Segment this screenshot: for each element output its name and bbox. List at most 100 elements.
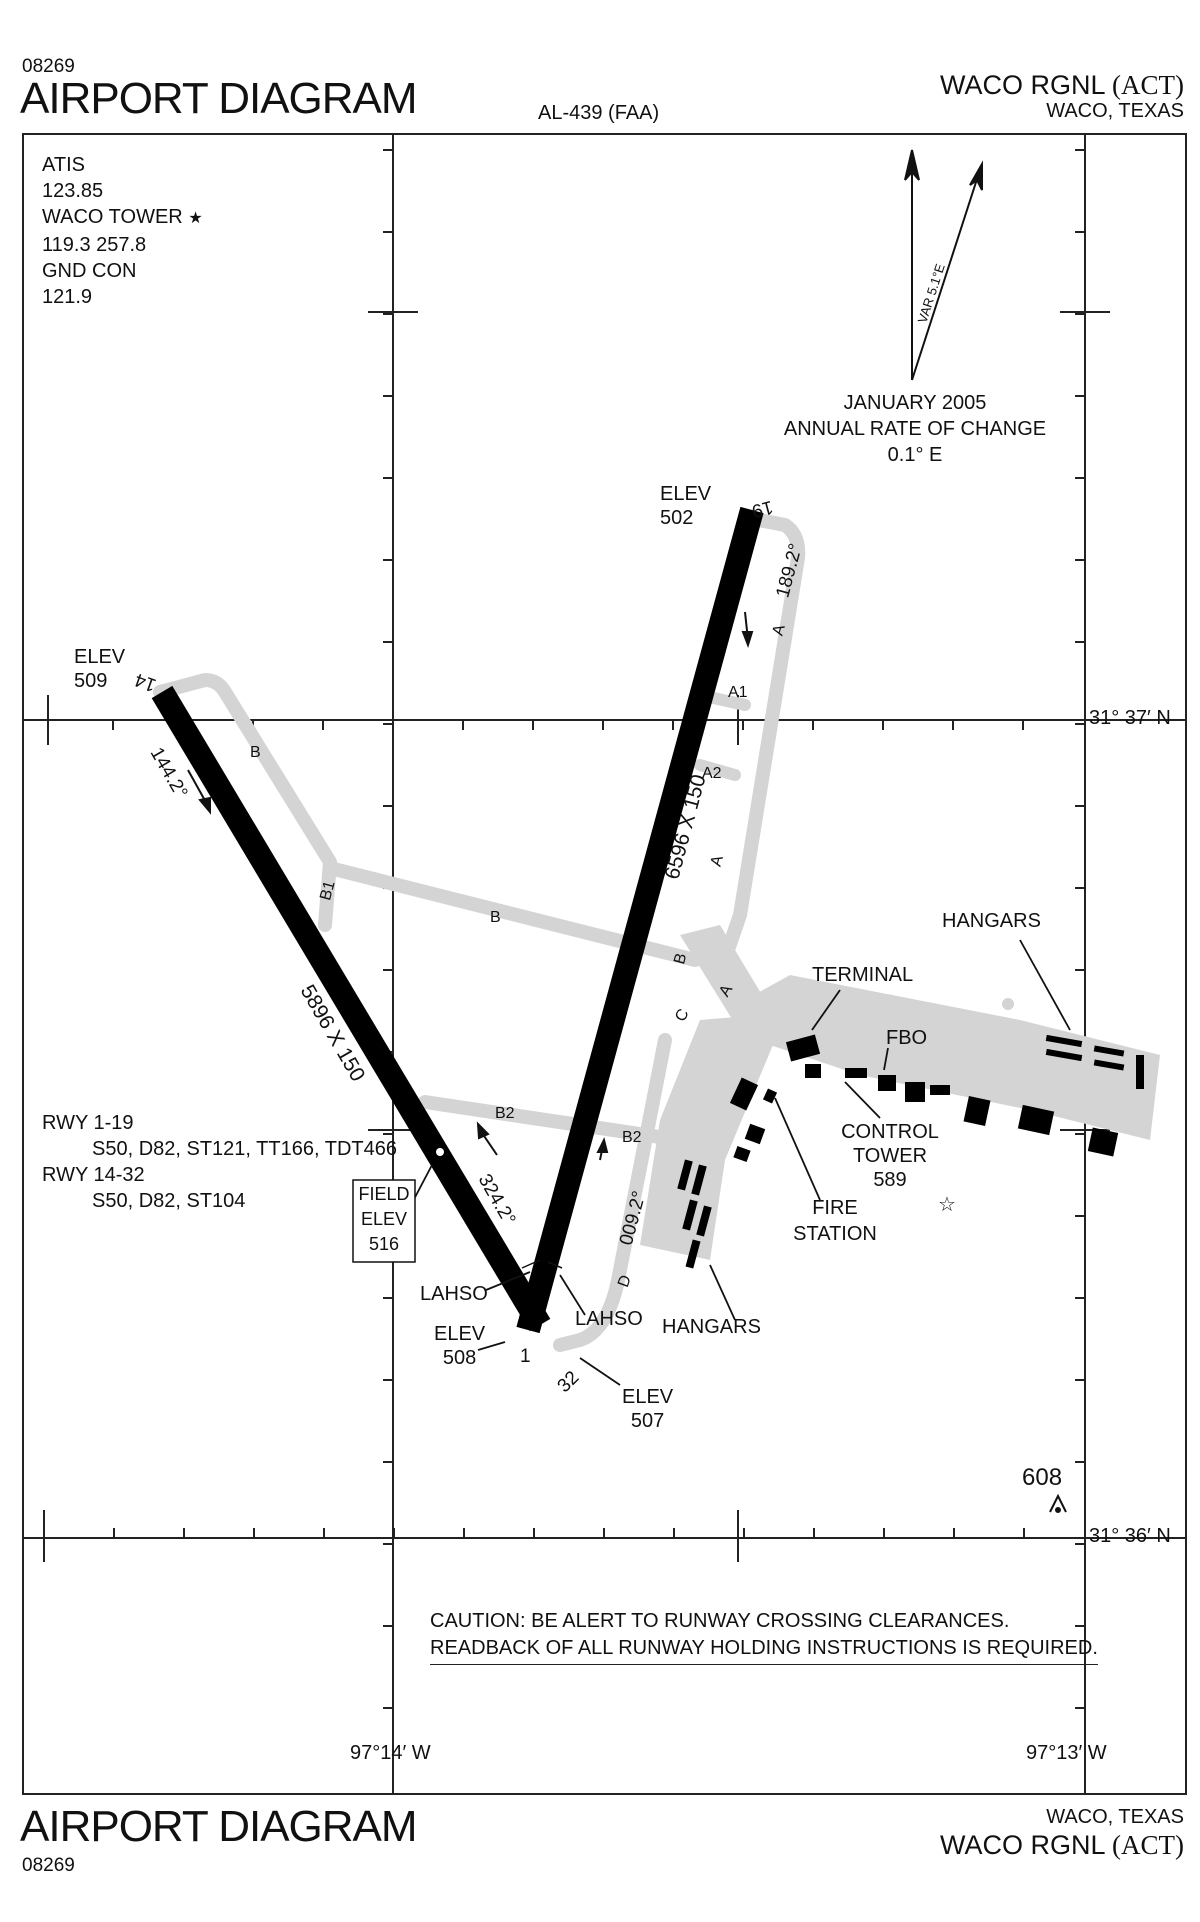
- mag-north-line: [911, 175, 979, 381]
- fire-station-line2: STATION: [793, 1223, 877, 1245]
- taxiway-d: [553, 1033, 672, 1352]
- lat-north-label: 31° 37′ N: [1089, 707, 1171, 729]
- grid-lines: [22, 133, 1187, 1795]
- south-apron: [640, 1015, 775, 1260]
- runway-14-32: [151, 685, 551, 1332]
- control-tower-line1: CONTROL: [841, 1121, 939, 1143]
- taxiway-label-b: B: [490, 909, 501, 926]
- airport-name-text: WACO RGNL: [939, 70, 1105, 100]
- taxiway-label-c: C: [672, 1006, 693, 1025]
- gnd-frequency: 121.9: [42, 286, 93, 308]
- elev-32-label: ELEV: [622, 1386, 674, 1408]
- footer-airport-code: (ACT): [1112, 1830, 1184, 1860]
- elev-19-value: 502: [660, 507, 694, 529]
- terminal-label: TERMINAL: [812, 964, 914, 986]
- runway-strength-block: RWY 1-19 S50, D82, ST121, TT166, TDT466 …: [42, 1110, 397, 1214]
- gnd-label: GND CON: [42, 260, 137, 282]
- elev-32-value: 507: [630, 1410, 665, 1432]
- mag-north-arrowhead: [969, 160, 983, 191]
- leader-fbo: [883, 1047, 889, 1071]
- control-tower-label: CONTROL TOWER 589: [840, 1120, 940, 1192]
- obstacle-elevation: 608: [1022, 1464, 1063, 1491]
- comms-block: ATIS 123.85 WACO TOWER ★ 119.3 257.8 GND…: [42, 152, 203, 310]
- field-elev-line2: ELEV: [360, 1209, 408, 1229]
- obstacle-symbol: [1049, 1493, 1067, 1513]
- field-elev-box: [352, 1179, 416, 1263]
- taxiway-a2: [694, 759, 741, 781]
- control-tower-building: [805, 1064, 821, 1078]
- caution-line-2: READBACK OF ALL RUNWAY HOLDING INSTRUCTI…: [430, 1635, 1098, 1665]
- mag-rate-label: ANNUAL RATE OF CHANGE: [783, 418, 1047, 440]
- caution-note: CAUTION: BE ALERT TO RUNWAY CROSSING CLE…: [430, 1608, 1098, 1665]
- lahso-label-2: LAHSO: [575, 1308, 643, 1330]
- rwy-end-32: 32: [554, 1367, 584, 1397]
- taxiway-label-b2-west: B2: [495, 1105, 515, 1122]
- lon-west-label: 97°14′ W: [350, 1742, 431, 1764]
- caution-line-1: CAUTION: BE ALERT TO RUNWAY CROSSING CLE…: [430, 1610, 1010, 1632]
- field-elev-label: FIELD ELEV 516: [353, 1182, 415, 1257]
- hangars-ne-label: HANGARS: [942, 910, 1041, 932]
- terminal-building: [785, 1034, 821, 1062]
- airport-name: WACO RGNL (ACT): [940, 70, 1184, 101]
- diagram-frame: [22, 133, 1187, 1795]
- leader-elev-507: [579, 1357, 621, 1386]
- taxiway-c-connector: [680, 925, 765, 1040]
- lahso-label-1: LAHSO: [420, 1283, 488, 1305]
- elev-1-label: ELEV: [434, 1323, 486, 1345]
- terminal-apron: [745, 975, 1160, 1140]
- north-arrows: [904, 149, 983, 381]
- taxiway-label-d: D: [615, 1273, 635, 1290]
- rwy-1-19-strength-values: S50, D82, ST121, TT166, TDT466: [92, 1138, 397, 1160]
- lat-south-label: 31° 36′ N: [1089, 1525, 1171, 1547]
- tower-frequency: 119.3 257.8: [42, 234, 147, 256]
- taxiway-label-b-junction: B: [671, 951, 690, 966]
- footer-airport-name: WACO RGNL (ACT): [940, 1830, 1184, 1861]
- taxiway-label-a1: A1: [728, 684, 748, 701]
- chart-number: 08269: [22, 56, 75, 77]
- buildings: [677, 1034, 1144, 1269]
- leader-hangars-s: [709, 1264, 736, 1321]
- airport-location: WACO, TEXAS: [1046, 100, 1184, 122]
- footer-title: AIRPORT DIAGRAM: [20, 1802, 418, 1851]
- taxiway-label-a-north: A: [770, 622, 789, 637]
- atis-frequency: 123.85: [42, 180, 104, 202]
- elev-14-value: 509: [74, 670, 108, 692]
- rwy-14-32-strength-values: S50, D82, ST104: [92, 1190, 246, 1212]
- elev-14-label: ELEV: [74, 646, 126, 668]
- mag-rate-value: 0.1° E: [887, 444, 943, 466]
- page-title: AIRPORT DIAGRAM: [20, 74, 418, 123]
- magnetic-info: JANUARY 2005 ANNUAL RATE OF CHANGE 0.1° …: [780, 390, 1050, 468]
- tower-label: WACO TOWER: [42, 206, 183, 228]
- taxiway-a: [721, 511, 806, 957]
- var-label: VAR 5.1°E: [915, 262, 948, 325]
- taxiway-b2: [418, 1095, 687, 1147]
- tower-line: WACO TOWER ★: [42, 204, 203, 232]
- lon-east-label: 97°13′ W: [1026, 1742, 1107, 1764]
- runway-1-19: [516, 506, 764, 1334]
- fire-station-line1: FIRE: [812, 1197, 858, 1219]
- control-tower-line2: TOWER: [852, 1145, 928, 1167]
- control-tower-elev: 589: [873, 1169, 907, 1191]
- procedure-id: AL-439 (FAA): [538, 102, 660, 124]
- footer-location: WACO, TEXAS: [1046, 1806, 1184, 1828]
- tower-star-icon: ★: [188, 210, 203, 227]
- taxiway-label-b1: B1: [317, 879, 339, 902]
- elev-32: ELEV 507: [622, 1385, 673, 1433]
- elev-1-value: 508: [442, 1347, 477, 1369]
- footer-chart-number: 08269: [22, 1855, 75, 1876]
- footer-airport-name-text: WACO RGNL: [939, 1830, 1105, 1860]
- beacon: [1002, 998, 1014, 1010]
- leader-control-tower: [844, 1081, 881, 1119]
- fire-station-building: [729, 1077, 759, 1111]
- grid-ticks: [43, 149, 1085, 1709]
- elev-14: ELEV 509: [74, 645, 125, 693]
- leader-lahso-1: [485, 1271, 531, 1291]
- leader-lahso-2: [559, 1274, 586, 1316]
- field-elev-marker: [436, 1148, 444, 1156]
- elev-19-label: ELEV: [660, 483, 712, 505]
- leader-fire-station: [774, 1097, 821, 1201]
- airport-beacon-icon: ☆: [938, 1194, 956, 1216]
- taxiway-b-west: [153, 673, 337, 932]
- taxiway-label-b-north: B: [250, 744, 261, 761]
